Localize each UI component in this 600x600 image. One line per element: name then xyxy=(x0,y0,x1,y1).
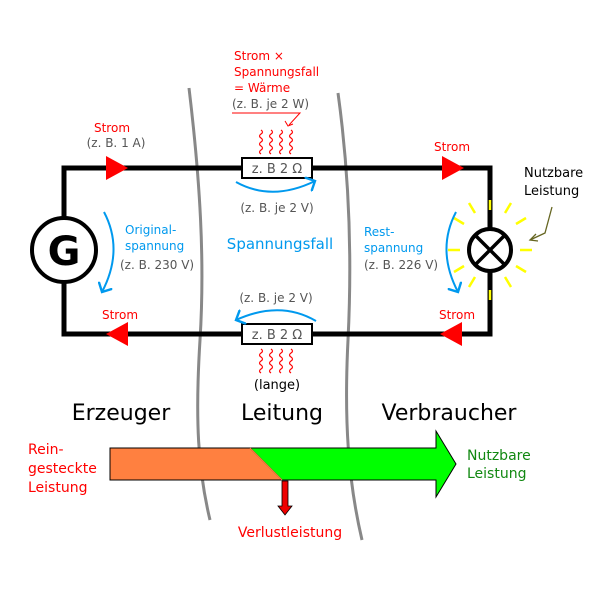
heat-formula-line-2: Spannungsfall xyxy=(234,65,319,79)
useful-power-band xyxy=(248,429,457,499)
input-power-line-3: Leistung xyxy=(28,480,87,496)
long-note: (lange) xyxy=(254,378,300,393)
original-voltage-line-2: spannung xyxy=(125,239,184,253)
lamp-pointer-head xyxy=(528,233,539,242)
original-voltage-example: (z. B. 230 V) xyxy=(120,258,194,272)
rest-voltage-line-1: Rest- xyxy=(364,225,394,239)
lamp-label-line-2: Leistung xyxy=(524,184,579,199)
current-example-top-left: (z. B. 1 A) xyxy=(87,136,146,150)
heat-pointer xyxy=(232,112,302,126)
lamp-label-pointer xyxy=(529,206,553,241)
lamp-label-line-1: Nutzbare xyxy=(524,166,583,181)
heat-formula-line-3: = Wärme xyxy=(234,81,290,95)
rest-voltage-example: (z. B. 226 V) xyxy=(364,258,438,272)
loss-arrow xyxy=(277,480,293,516)
loss-label: Verlustleistung xyxy=(238,525,342,541)
output-power-line-2: Leistung xyxy=(467,466,526,482)
current-label-top-right: Strom xyxy=(434,140,470,154)
power-flow-arrow xyxy=(109,429,457,516)
output-power-line-1: Nutzbare xyxy=(467,448,531,464)
voltage-drop-arrow-bottom xyxy=(236,309,317,321)
current-label-bottom-right: Strom xyxy=(439,308,475,322)
section-line: Leitung xyxy=(241,401,323,426)
lamp xyxy=(448,200,532,300)
current-arrow-bottom-left xyxy=(106,322,128,346)
rest-voltage-arrow xyxy=(445,211,458,292)
current-arrow-top-right xyxy=(442,156,464,180)
resistor-bottom: z. B 2 Ω xyxy=(241,323,313,345)
voltage-drop-arrow-top xyxy=(235,181,315,193)
original-voltage-arrow xyxy=(102,211,115,292)
current-label-top-left: Strom xyxy=(94,121,130,135)
lamp-rays xyxy=(448,200,532,300)
current-label-bottom-left: Strom xyxy=(102,308,138,322)
section-consumer: Verbraucher xyxy=(382,401,518,426)
generator-symbol: G xyxy=(48,229,81,275)
heat-example: (z. B. je 2 W) xyxy=(232,97,309,111)
current-arrow-bottom-right xyxy=(440,322,462,346)
heat-waves-bottom xyxy=(258,348,294,374)
generator: G xyxy=(30,216,98,284)
heat-pointer-head xyxy=(284,120,294,127)
voltage-drop-bottom-example: (z. B. je 2 V) xyxy=(239,291,312,305)
resistor-top: z. B 2 Ω xyxy=(241,157,313,179)
heat-formula-line-1: Strom × xyxy=(234,49,284,63)
input-power-line-1: Rein- xyxy=(28,442,64,458)
resistor-bottom-label: z. B 2 Ω xyxy=(252,328,303,343)
voltage-drop-title: Spannungsfall xyxy=(227,235,333,253)
rest-voltage-line-2: spannung xyxy=(364,241,423,255)
voltage-drop-top-example: (z. B. je 2 V) xyxy=(240,201,313,215)
current-arrow-top-left xyxy=(106,156,128,180)
heat-waves-top xyxy=(258,129,294,155)
input-power-line-2: gesteckte xyxy=(28,461,97,477)
section-producer: Erzeuger xyxy=(72,401,171,426)
original-voltage-line-1: Original- xyxy=(125,223,176,237)
resistor-top-label: z. B 2 Ω xyxy=(252,162,303,177)
